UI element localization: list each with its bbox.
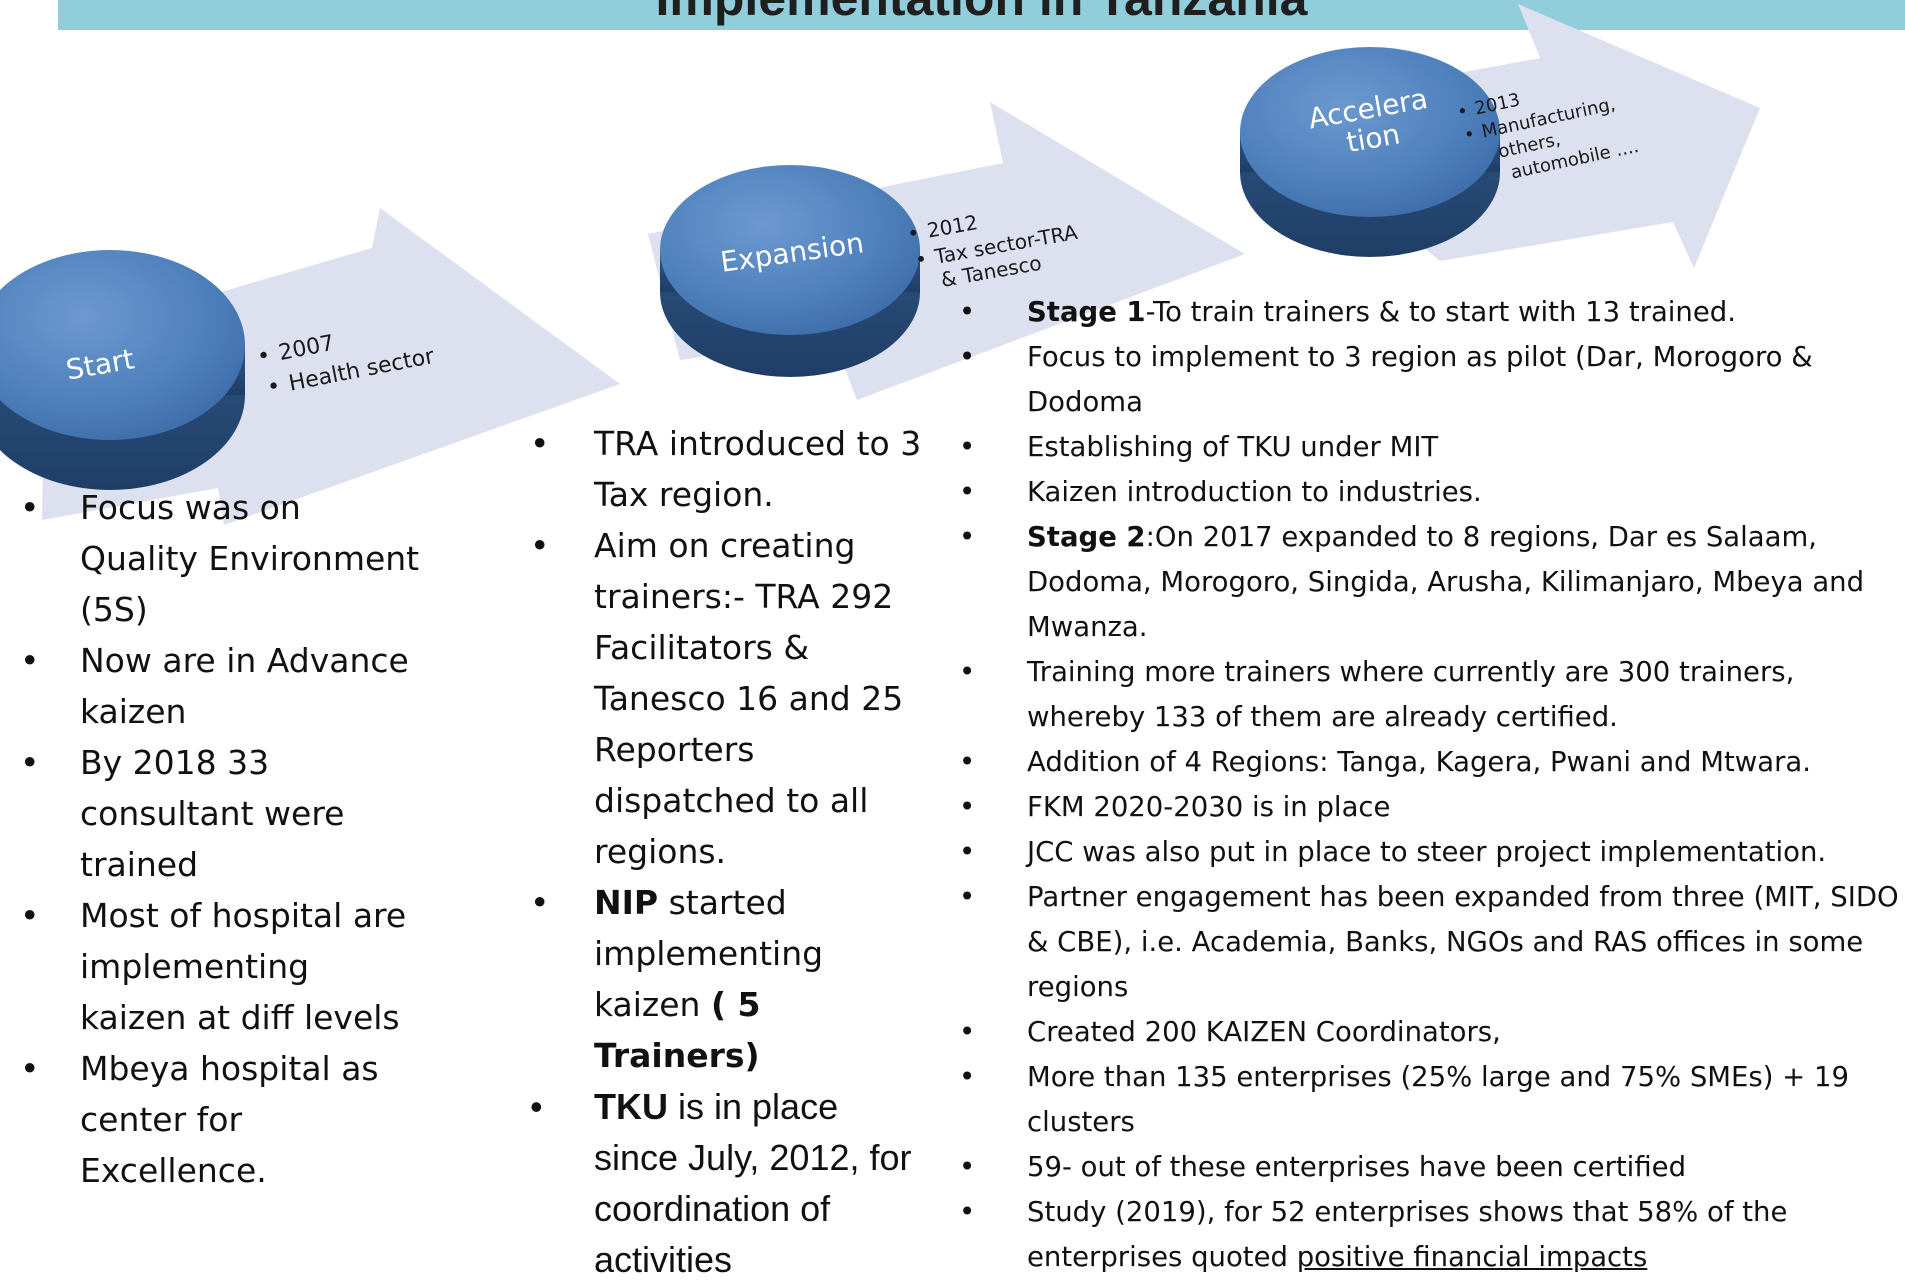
industry-bullet-item: Addition of 4 Regions: Tanga, Kagera, Pw… xyxy=(957,740,1902,785)
health-bullet-item: Mbeya hospital as center for Excellence. xyxy=(20,1043,420,1196)
tax-bullet-text: started implementing kaizen xyxy=(594,883,824,1024)
industry-bullet-item: FKM 2020-2030 is in place xyxy=(957,785,1902,830)
svg-text:•: • xyxy=(255,343,273,370)
stage-disc-acceleration xyxy=(1240,47,1500,257)
svg-text:•: • xyxy=(1462,124,1477,147)
slide-title: Implementation in Tanzania xyxy=(58,0,1905,26)
svg-text:•: • xyxy=(265,374,283,401)
industry-bullet-item: Stage 2:On 2017 expanded to 8 regions, D… xyxy=(957,515,1902,650)
industry-bullet-text: Study (2019), for 52 enterprises shows t… xyxy=(1027,1196,1788,1273)
tax-bullet-text: is in place since July, 2012, for coordi… xyxy=(594,1086,912,1280)
svg-text:•: • xyxy=(913,246,929,272)
tax-bullet-item: TKU is in place since July, 2012, for co… xyxy=(530,1081,930,1285)
industry-bullet-item: Study (2019), for 52 enterprises shows t… xyxy=(957,1190,1902,1280)
health-bullet-item: Most of hospital are implementing kaizen… xyxy=(20,890,420,1043)
health-bullet-item: By 2018 33 consultant were trained xyxy=(20,737,420,890)
svg-text:•: • xyxy=(1455,101,1470,124)
tax-bullet-list: TRA introduced to 3 Tax region. Aim on c… xyxy=(530,418,930,1285)
svg-text:•: • xyxy=(906,220,922,246)
industry-bullet-item: JCC was also put in place to steer proje… xyxy=(957,830,1902,875)
industry-bullet-item: Partner engagement has been expanded fro… xyxy=(957,875,1902,1010)
industry-bullet-item: More than 135 enterprises (25% large and… xyxy=(957,1055,1902,1145)
tax-bullet-bold: TKU xyxy=(594,1086,668,1127)
industry-bullet-item: Kaizen introduction to industries. xyxy=(957,470,1902,515)
industry-bullet-item: Created 200 KAIZEN Coordinators, xyxy=(957,1010,1902,1055)
industry-bullet-item: Establishing of TKU under MIT xyxy=(957,425,1902,470)
stage-disc-start xyxy=(0,250,245,490)
industry-bullet-item: 59- out of these enterprises have been c… xyxy=(957,1145,1902,1190)
industry-bullet-list: Stage 1-To train trainers & to start wit… xyxy=(957,290,1902,1280)
industry-bullet-text: :On 2017 expanded to 8 regions, Dar es S… xyxy=(1027,521,1865,643)
health-bullet-item: Focus was on Quality Environment (5S) xyxy=(20,482,420,635)
tax-bullet-bold: ( 5 Trainers) xyxy=(594,985,761,1075)
industry-bullet-bold: Stage 2 xyxy=(1027,521,1146,553)
tax-bullet-bold: NIP xyxy=(594,883,659,922)
industry-bullet-text: -To train trainers & to start with 13 tr… xyxy=(1145,296,1736,328)
tax-bullet-item: NIP started implementing kaizen ( 5 Trai… xyxy=(530,877,930,1081)
industry-bullet-item: Training more trainers where currently a… xyxy=(957,650,1902,740)
health-bullet-item: Now are in Advance kaizen xyxy=(20,635,420,737)
tax-bullet-item: Aim on creating trainers:- TRA 292 Facil… xyxy=(530,520,930,877)
stage-disc-expansion xyxy=(660,165,920,377)
health-bullet-list: Focus was on Quality Environment (5S) No… xyxy=(20,482,420,1196)
industry-bullet-item: Focus to implement to 3 region as pilot … xyxy=(957,335,1902,425)
title-banner: Implementation in Tanzania xyxy=(58,0,1905,30)
industry-bullet-item: Stage 1-To train trainers & to start wit… xyxy=(957,290,1902,335)
tax-bullet-item: TRA introduced to 3 Tax region. xyxy=(530,418,930,520)
industry-bullet-bold: Stage 1 xyxy=(1027,296,1146,328)
financial-impacts-link[interactable]: positive financial impacts xyxy=(1296,1241,1648,1273)
